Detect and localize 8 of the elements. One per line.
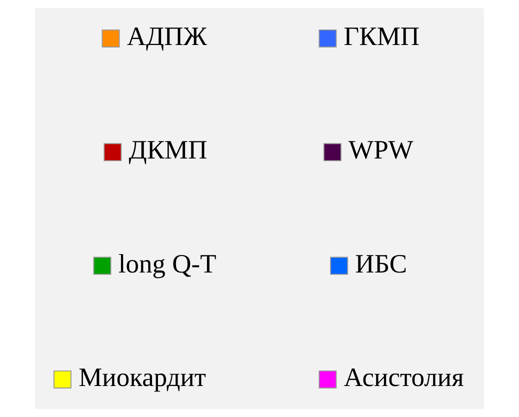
legend-label: ГКМП: [344, 21, 420, 52]
legend-label: АДПЖ: [126, 21, 208, 52]
legend-label: Асистолия: [344, 362, 464, 392]
legend-label: ИБС: [355, 248, 408, 278]
legend-label: long Q-T: [118, 248, 216, 278]
legend-label: Миокардит: [78, 362, 206, 392]
legend-label: ДКМП: [128, 134, 208, 165]
legend-label: WPW: [348, 134, 414, 165]
